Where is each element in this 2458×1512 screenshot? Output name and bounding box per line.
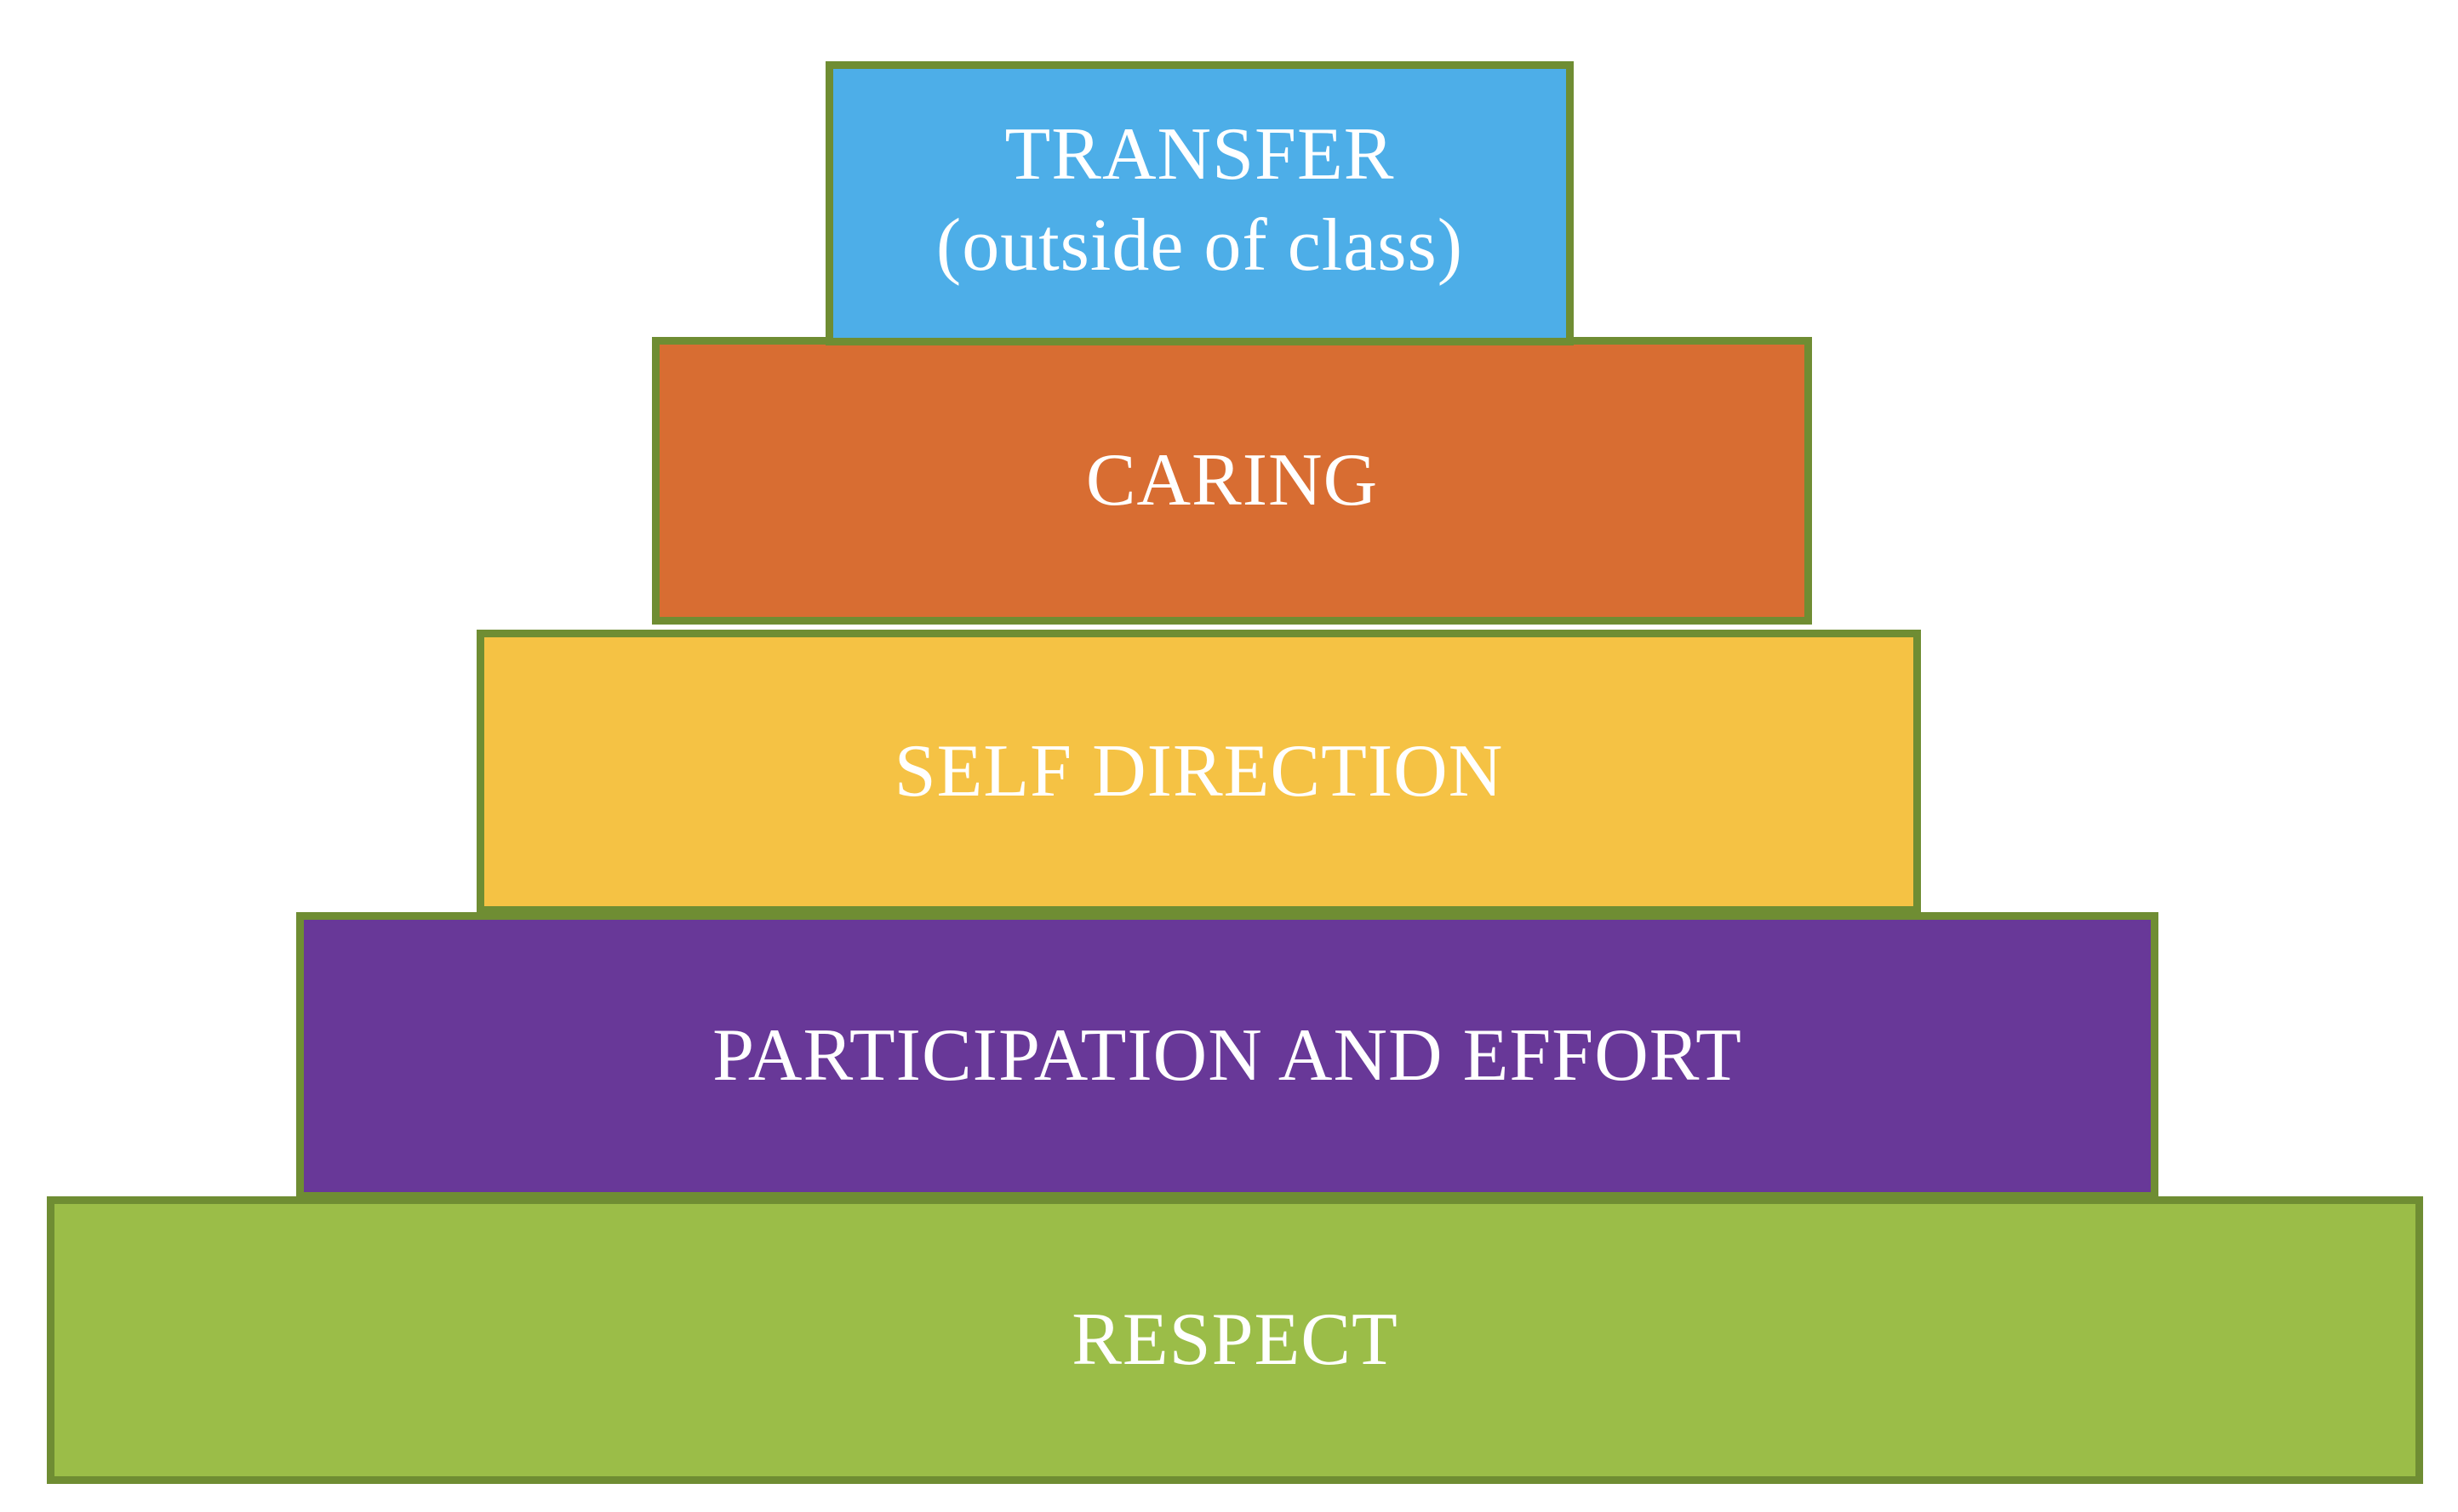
- level-respect-label: RESPECT: [1072, 1298, 1398, 1382]
- level-participation-and-effort: PARTICIPATION AND EFFORT: [296, 912, 2158, 1200]
- level-respect: RESPECT: [47, 1196, 2423, 1484]
- level-self-direction-label: SELF DIRECTION: [894, 730, 1504, 813]
- level-caring-label: CARING: [1085, 439, 1379, 522]
- level-caring: CARING: [652, 337, 1812, 625]
- level-participation-and-effort-label: PARTICIPATION AND EFFORT: [712, 1014, 1742, 1098]
- level-transfer-title: TRANSFER: [1004, 112, 1395, 196]
- level-transfer-subtitle: (outside of class): [935, 204, 1464, 287]
- level-transfer: TRANSFER (outside of class): [826, 61, 1574, 345]
- level-transfer-label: TRANSFER (outside of class): [936, 109, 1463, 299]
- level-self-direction: SELF DIRECTION: [477, 630, 1921, 914]
